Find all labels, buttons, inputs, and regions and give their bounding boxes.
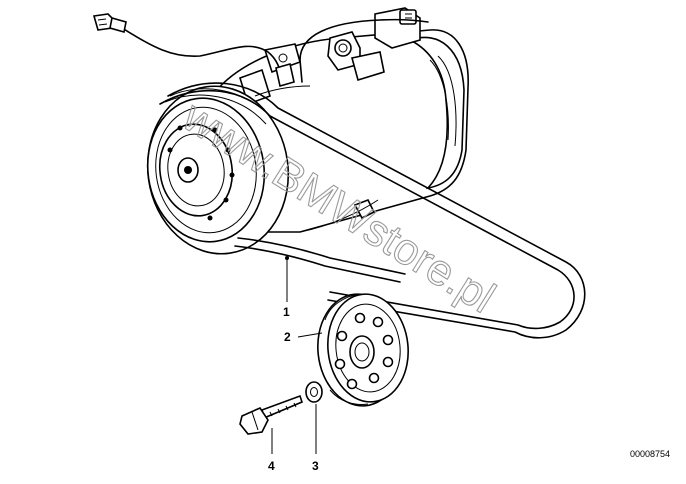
washer: [305, 381, 323, 403]
callout-3: 3: [312, 459, 319, 473]
clutch-wire-lead: [92, 13, 295, 88]
compressor-clutch-pulley: [146, 85, 290, 255]
callout-1: 1: [283, 305, 290, 319]
callout-2: 2: [284, 330, 291, 344]
hex-bolt: [239, 394, 303, 435]
callout-4: 4: [268, 459, 275, 473]
v-belt: [159, 82, 586, 339]
callout-leaders: [271, 256, 323, 454]
crankshaft-pulley: [317, 293, 409, 407]
diagram-number: 00008754: [630, 449, 670, 459]
